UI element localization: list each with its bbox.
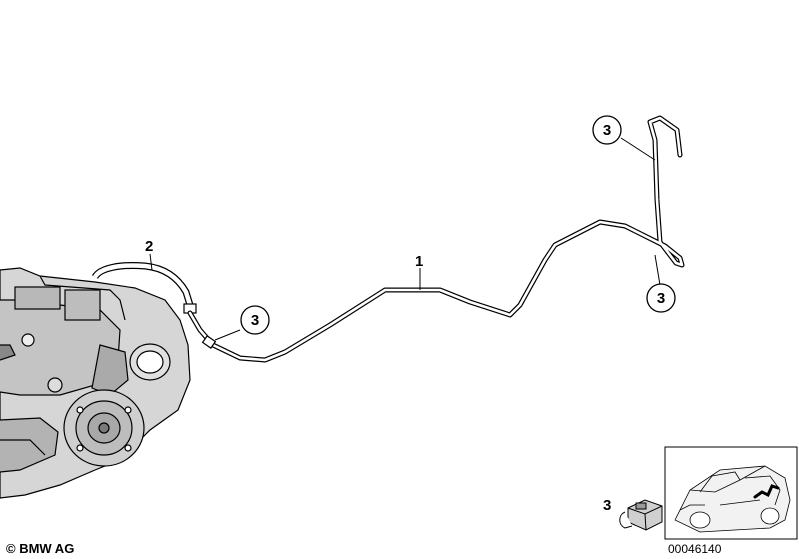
inset-clip-label: 3	[603, 497, 611, 514]
callout-clip-c: 3	[646, 283, 676, 313]
pipe-location-marker	[753, 484, 780, 499]
pipe-clip-icon	[619, 499, 663, 531]
vehicle-location-inset	[664, 446, 798, 540]
vent-pipe-icon	[187, 115, 685, 363]
leader-lines	[149, 137, 661, 341]
vehicle-location-icon	[674, 465, 791, 533]
callout-hose-label: 2	[145, 238, 153, 255]
callout-pipe-label: 1	[415, 253, 423, 270]
callout-clip-c-label: 3	[657, 290, 665, 307]
inset-clip: 3	[603, 497, 663, 531]
diagram-number: 00046140	[668, 542, 722, 556]
copyright-text: © BMW AG	[6, 541, 74, 556]
callout-clip-b-label: 3	[603, 122, 611, 139]
callout-clip-a: 3	[240, 305, 270, 335]
differential-housing-icon	[0, 267, 191, 499]
callout-clip-b: 3	[592, 115, 622, 145]
callout-clip-a-label: 3	[251, 312, 259, 329]
